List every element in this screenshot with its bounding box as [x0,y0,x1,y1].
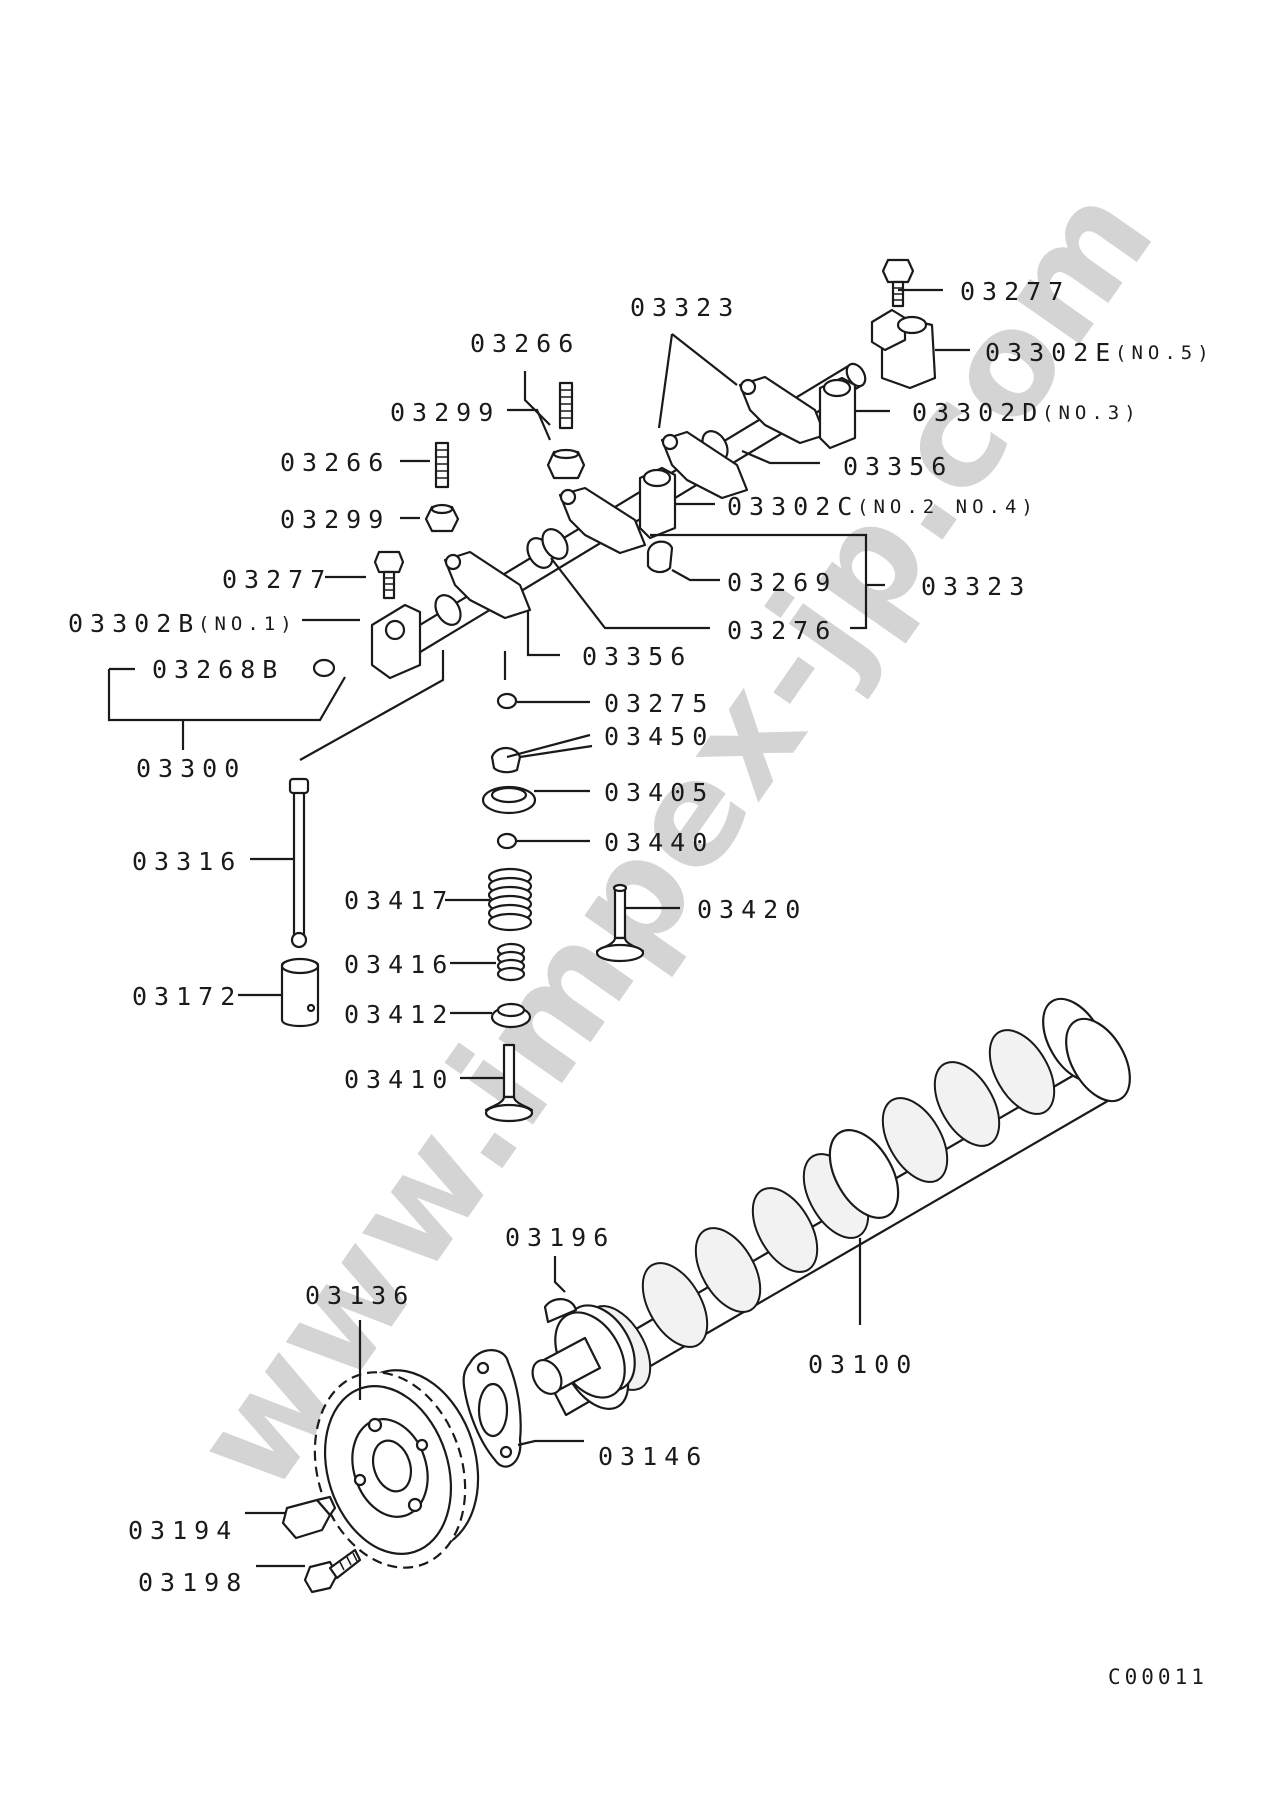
label-03277-top: 03277 [960,277,1070,306]
label-03410: 03410 [344,1065,454,1094]
label-03276: 03276 [727,616,837,645]
label-03416: 03416 [344,950,454,979]
outer-spring [487,867,533,932]
drawing-code: C00011 [1108,1665,1208,1689]
label-03302E: 03302E [985,338,1117,367]
label-03302E-note: (NO.5) [1115,342,1214,364]
rocker-shaft-assembly [312,308,937,710]
cam-gear [313,1369,480,1569]
label-03302D-note: (NO.3) [1042,402,1141,424]
adjust-screws [373,258,915,600]
label-03302B: 03302B [68,609,200,638]
label-03300: 03300 [136,754,246,783]
label-03269: 03269 [727,568,837,597]
leader-lines [107,288,970,1568]
camshaft [531,997,1131,1417]
label-03302C: 03302C [727,492,859,521]
bolt-03198 [303,1548,362,1594]
label-03405: 03405 [604,778,714,807]
label-03356-a: 03356 [843,452,953,481]
label-03302C-note: (NO.2 NO.4) [857,496,1038,518]
label-03196: 03196 [505,1223,615,1252]
label-03420: 03420 [697,895,807,924]
label-03268B: 03268B [152,655,284,684]
label-03198: 03198 [138,1568,248,1597]
label-03266-a: 03266 [470,329,580,358]
bolt-03194 [281,1495,337,1540]
label-03417: 03417 [344,886,454,915]
label-03100: 03100 [808,1350,918,1379]
label-03323-right: 03323 [921,572,1031,601]
pushrod-tappet [280,777,320,1028]
label-03440: 03440 [604,828,714,857]
part-labels: 03277 03302E (NO.5) 03323 03266 03302D (… [68,277,1214,1689]
label-03323-top: 03323 [630,293,740,322]
label-03302D: 03302D [912,398,1044,427]
label-03302B-note: (NO.1) [198,613,297,635]
woodruff-key [543,1298,578,1324]
label-03275: 03275 [604,689,714,718]
label-03412: 03412 [344,1000,454,1029]
inner-spring [496,942,526,982]
label-03146: 03146 [598,1442,708,1471]
label-03299-b: 03299 [280,505,390,534]
label-03450: 03450 [604,722,714,751]
label-03356-b: 03356 [582,642,692,671]
label-03277-left: 03277 [222,565,332,594]
label-03299-a: 03299 [390,398,500,427]
label-03194: 03194 [128,1516,238,1545]
label-03136: 03136 [305,1281,415,1310]
label-03266-b: 03266 [280,448,390,477]
label-03172: 03172 [132,982,242,1011]
label-03316: 03316 [132,847,242,876]
